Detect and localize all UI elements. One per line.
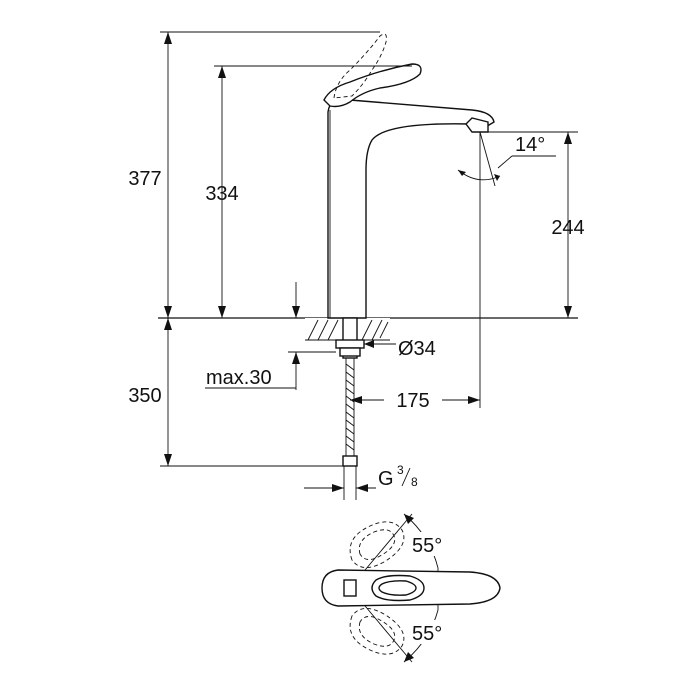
thread-label: G [378, 468, 394, 490]
dim-hole-diameter: Ø34 [364, 338, 436, 360]
top-view: 55° 55° [321, 513, 501, 663]
side-view: 14° 377 334 [128, 31, 585, 500]
outlet-height-label: 244 [551, 217, 584, 239]
dim-total-height: 377 [128, 31, 380, 318]
flexible-hose [342, 358, 358, 500]
dim-below-deck: 350 [128, 318, 346, 467]
spout-reach-label: 175 [396, 390, 429, 412]
lever-rotated-front [349, 608, 405, 655]
thread-denominator: 8 [411, 475, 418, 489]
dim-thread: G 3 8 [304, 463, 418, 492]
lever-rotated-back [349, 521, 405, 568]
dim-outlet-height: 244 [484, 131, 585, 318]
dim-spout-height: 334 [205, 65, 412, 318]
dim-spout-reach: 175 [350, 386, 480, 412]
hole-diameter-label: Ø34 [398, 338, 436, 360]
cartridge-cap [343, 579, 357, 597]
lever-handle [323, 63, 422, 108]
below-deck-label: 350 [128, 385, 161, 407]
thread-numerator: 3 [397, 463, 404, 477]
spout-height-label: 334 [205, 183, 238, 205]
lever-angle-front-label: 55° [412, 623, 442, 645]
lever-angle-back-label: 55° [412, 535, 442, 557]
total-height-label: 377 [128, 168, 161, 190]
lever-handle-raised [333, 33, 387, 99]
mounting-nut [335, 339, 365, 349]
spout-outlet [465, 117, 489, 133]
dim-deck-thickness: max.30 [205, 282, 336, 390]
faucet-body [327, 98, 495, 319]
deck-thickness-label: max.30 [206, 367, 272, 389]
outlet-angle-label: 14° [515, 134, 545, 156]
outlet-angle-line [479, 131, 496, 187]
